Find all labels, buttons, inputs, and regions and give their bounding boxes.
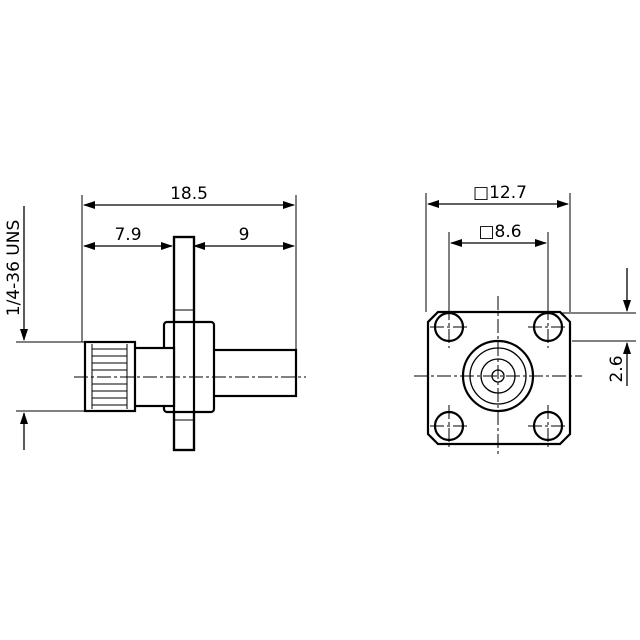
dim-flange-square: □12.7 [473,183,527,203]
dim-overall-length: 18.5 [170,184,208,204]
dim-thread-spec: 1/4-36 UNS [4,220,24,316]
dim-hole-spacing: □8.6 [478,222,521,242]
dim-front-length: 7.9 [114,225,141,245]
dim-rear-length: 9 [239,225,250,245]
side-view: 18.5 7.9 9 1/4-36 UNS [4,184,306,452]
flange-plate-outline [172,235,196,452]
thread-hatching [92,348,127,406]
dim-hole-offset: 2.6 [607,355,627,382]
rear-pin [210,348,298,398]
front-view: □12.7 □8.6 2.6 [414,183,636,456]
